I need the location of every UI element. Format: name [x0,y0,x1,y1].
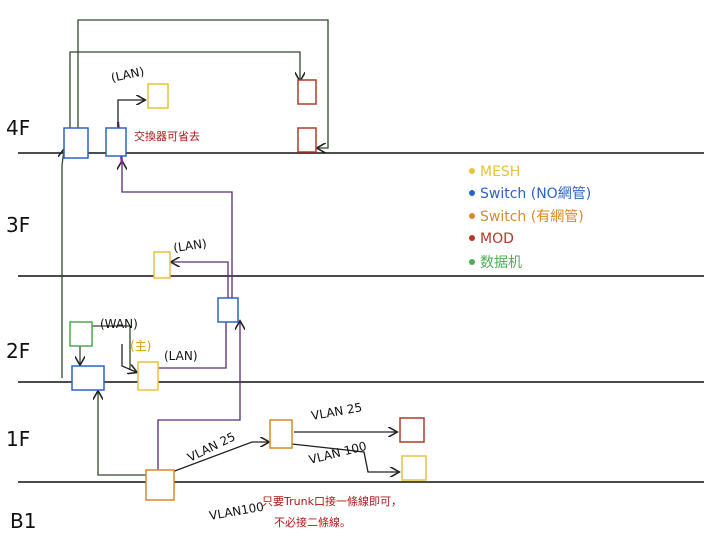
mod-4f-top [297,79,317,105]
mesh-2f-router [137,361,159,391]
switch-unmanaged-2f [71,365,105,391]
switch-unmanaged-dot-icon [469,190,475,196]
mesh-3f [153,251,171,279]
cable-2f-lan-router [121,344,136,372]
mesh-4f [147,83,169,109]
mesh-dot-icon [469,168,475,174]
cable-2f-router-to-switch [148,322,227,368]
cable-4f-switch-loop [77,19,329,148]
legend-label-mod: MOD [480,231,514,247]
floor-label-b1: B1 [10,509,36,533]
switch-optional-note: 交換器可省去 [134,129,200,143]
vlan25-label-diag: VLAN 25 [185,430,237,465]
switch-managed-dot-icon [469,213,475,219]
black-cables [117,100,398,473]
switch-managed-b1 [145,469,175,501]
purple-cables [118,121,240,472]
legend: MESH Switch (NO網管) Switch (有網管) MOD 数据机 [469,164,591,271]
cable-3f-lan [172,262,229,298]
legend-label-modem: 数据机 [480,255,522,271]
legend-item-modem: 数据机 [469,255,522,271]
floor-label-3f: 3F [6,213,30,237]
modem-dot-icon [469,259,475,265]
vlan25-label-top: VLAN 25 [310,400,363,423]
trunk-note-line1: 只要Trunk口接一條線即可， [262,494,402,508]
cable-2f-to-4f-switch [62,150,64,378]
green-cables [62,19,329,476]
trunk-note-line2: 不必接二條線。 [274,515,351,529]
cable-b1-to-2f-switch [98,392,158,476]
switch-unmanaged-4f-b [105,127,127,157]
lan-label-3f: (LAN) [172,236,207,255]
mod-4f-bottom [297,127,317,153]
floor-label-4f: 4F [6,116,30,140]
switch-managed-1f [269,419,293,449]
devices [63,79,427,501]
switch-unmanaged-2f-right [217,297,239,323]
cable-b1-to-1f-vlan [171,442,268,473]
mod-dot-icon [469,235,475,241]
legend-item-mod: MOD [469,231,514,247]
legend-label-switch-unmanaged: Switch (NO網管) [480,186,591,202]
floor-lines [18,152,704,483]
lan-label-2f: (LAN) [164,349,198,363]
modem-2f [69,321,93,347]
vlan100-label-right: VLAN 100 [307,439,368,467]
switch-unmanaged-4f [63,127,89,159]
legend-item-switch-unmanaged: Switch (NO網管) [469,186,591,202]
legend-item-switch-managed: Switch (有網管) [469,209,584,225]
mod-1f [399,417,425,443]
mesh-1f [401,455,427,481]
cable-4f-lan [117,100,144,128]
vlan100-label-b1: VLAN100 [208,500,265,523]
floor-label-1f: 1F [6,427,30,451]
legend-label-switch-managed: Switch (有網管) [480,209,584,225]
wan-label-2f: (WAN) [100,317,138,331]
cable-4f-switch-to-mod-top [69,51,300,128]
cable-b1-to-2f-managed [157,322,240,472]
lan-label-4f: (LAN) [110,64,146,85]
floor-label-2f: 2F [6,339,30,363]
router-main-label: (主) [130,339,151,353]
cable-vlan100 [291,443,398,472]
legend-label-mesh: MESH [480,164,520,180]
legend-item-mesh: MESH [469,164,520,180]
cable-2f-to-4f-managed [122,162,233,298]
